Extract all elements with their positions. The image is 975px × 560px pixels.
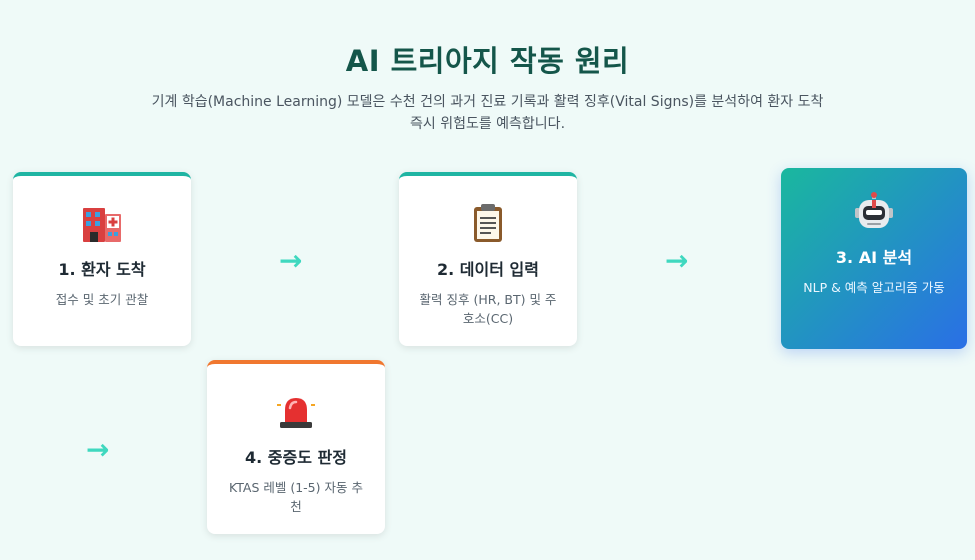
- step-card-severity: 4. 중증도 판정 KTAS 레벨 (1-5) 자동 추천: [207, 360, 385, 534]
- clipboard-icon: [474, 204, 502, 242]
- step-title: 2. 데이터 입력: [437, 260, 539, 279]
- siren-icon: [277, 398, 315, 428]
- page-subtitle: 기계 학습(Machine Learning) 모델은 수천 건의 과거 진료 …: [151, 94, 824, 132]
- step-title: 1. 환자 도착: [58, 260, 146, 279]
- step-description: KTAS 레벨 (1-5) 자동 추천: [229, 480, 363, 514]
- robot-icon: [855, 192, 893, 228]
- step-card-arrival: 1. 환자 도착 접수 및 초기 관찰: [13, 172, 191, 346]
- page-title: AI 트리아지 작동 원리: [345, 44, 630, 78]
- hospital-icon: [83, 208, 121, 242]
- step-description: 접수 및 초기 관찰: [55, 292, 149, 307]
- step-title: 3. AI 분석: [835, 248, 913, 267]
- step-description: NLP & 예측 알고리즘 가동: [803, 280, 945, 295]
- arrow-right-icon: →: [86, 433, 110, 466]
- step-card-data-input: 2. 데이터 입력 활력 징후 (HR, BT) 및 주호소(CC): [399, 172, 577, 346]
- step-card-ai-analysis: 3. AI 분석 NLP & 예측 알고리즘 가동: [781, 168, 967, 349]
- arrow-right-icon: →: [279, 244, 303, 277]
- arrow-right-icon: →: [665, 244, 689, 277]
- step-title: 4. 중증도 판정: [245, 448, 347, 467]
- step-description: 활력 징후 (HR, BT) 및 주호소(CC): [419, 292, 557, 326]
